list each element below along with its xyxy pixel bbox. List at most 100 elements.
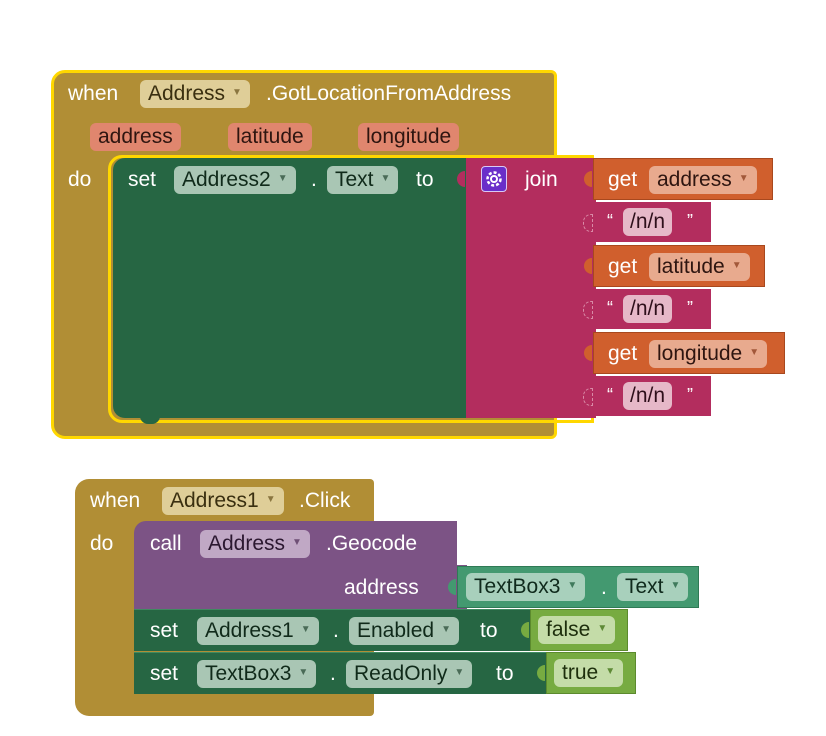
chevron-down-icon: ▼ xyxy=(567,580,578,592)
logic-connector xyxy=(537,665,545,681)
call-method-name: .Geocode xyxy=(326,532,418,555)
get-connector xyxy=(584,258,592,274)
getter-connector xyxy=(448,579,456,595)
true-value: true xyxy=(562,661,599,684)
param-latitude[interactable]: latitude xyxy=(228,123,312,151)
set1-label: set xyxy=(128,168,157,191)
param-longitude[interactable]: longitude xyxy=(358,123,460,151)
get-var-dropdown[interactable]: latitude▼ xyxy=(649,253,750,281)
set1-component-name: Address2 xyxy=(182,168,271,191)
set3-to-label: to xyxy=(496,662,514,685)
true-block[interactable]: true ▼ xyxy=(537,652,636,694)
get-label: get xyxy=(608,168,638,191)
event1-component-dropdown[interactable]: Address ▼ xyxy=(140,80,250,108)
set2-property-dropdown[interactable]: Enabled ▼ xyxy=(349,617,459,645)
getter-component-name: TextBox3 xyxy=(474,575,561,598)
text-block[interactable]: “ /n/n ” xyxy=(583,376,711,416)
get-label: get xyxy=(608,342,638,365)
chevron-down-icon: ▼ xyxy=(232,87,242,99)
call-geocode-block[interactable]: call Address ▼ .Geocode address xyxy=(134,521,457,609)
get-address-block[interactable]: get address ▼ xyxy=(584,158,773,200)
false-value: false xyxy=(546,618,591,641)
logic-connector xyxy=(521,622,529,638)
chevron-down-icon: ▼ xyxy=(277,173,288,185)
set2-property-name: Enabled xyxy=(357,619,435,642)
text-value[interactable]: /n/n xyxy=(623,382,673,410)
event2-component-name: Address1 xyxy=(170,489,259,512)
set1-next-tab xyxy=(140,416,160,424)
chevron-down-icon: ▼ xyxy=(380,173,391,185)
set3-component-name: TextBox3 xyxy=(205,662,292,685)
true-dropdown[interactable]: true ▼ xyxy=(554,659,624,687)
get-latitude-block[interactable]: get latitude▼ xyxy=(584,245,765,287)
false-dropdown[interactable]: false ▼ xyxy=(538,616,616,644)
set3-label: set xyxy=(150,662,179,685)
text-connector xyxy=(583,301,593,319)
quote-open: “ xyxy=(607,385,613,405)
gear-icon[interactable] xyxy=(481,166,507,192)
set1-dot: . xyxy=(311,168,317,191)
set-textbox3-readonly-block[interactable]: set TextBox3▼ . ReadOnly▼ to xyxy=(134,652,548,694)
get-var-name: address xyxy=(657,168,732,191)
quote-close: ” xyxy=(687,298,693,318)
textbox3-text-getter[interactable]: TextBox3 ▼ . Text ▼ xyxy=(448,566,699,608)
text-value[interactable]: /n/n xyxy=(623,208,673,236)
call-component-name: Address xyxy=(208,532,286,555)
call-component-dropdown[interactable]: Address ▼ xyxy=(200,530,310,558)
get-longitude-block[interactable]: get longitude ▼ xyxy=(584,332,785,374)
chevron-down-icon: ▼ xyxy=(605,666,616,678)
set2-component-name: Address1 xyxy=(205,619,294,642)
set2-component-dropdown[interactable]: Address1 ▼ xyxy=(197,617,319,645)
join-block[interactable]: join xyxy=(457,158,596,418)
getter-property-dropdown[interactable]: Text ▼ xyxy=(617,573,689,601)
set1-property-name: Text xyxy=(335,168,374,191)
quote-close: ” xyxy=(687,211,693,231)
set1-property-dropdown[interactable]: Text ▼ xyxy=(327,166,399,194)
get-connector xyxy=(584,345,592,361)
chevron-down-icon: ▼ xyxy=(738,173,749,185)
quote-open: “ xyxy=(607,298,613,318)
chevron-down-icon: ▼ xyxy=(265,494,276,506)
set1-component-dropdown[interactable]: Address2 ▼ xyxy=(174,166,296,194)
event2-when-label: when xyxy=(90,489,141,512)
chevron-down-icon: ▼ xyxy=(292,537,302,549)
param-address[interactable]: address xyxy=(90,123,181,151)
chevron-down-icon: ▼ xyxy=(597,623,608,635)
set1-to-label: to xyxy=(416,168,434,191)
set-address1-enabled-block[interactable]: set Address1▼ . Enabled▼ to xyxy=(134,609,532,651)
get-var-dropdown[interactable]: address ▼ xyxy=(649,166,757,194)
join-label: join xyxy=(525,168,558,191)
chevron-down-icon: ▼ xyxy=(441,624,451,636)
text-connector xyxy=(583,388,593,406)
set2-dot: . xyxy=(333,619,339,642)
get-connector xyxy=(584,171,592,187)
event2-component-dropdown[interactable]: Address1 ▼ xyxy=(162,487,284,515)
event2-do-label: do xyxy=(90,532,114,555)
chevron-down-icon: ▼ xyxy=(749,347,760,359)
event1-component-name: Address xyxy=(148,82,226,105)
text-value[interactable]: /n/n xyxy=(623,295,673,323)
get-var-dropdown[interactable]: longitude ▼ xyxy=(649,340,768,368)
text-block[interactable]: “ /n/n ” xyxy=(583,289,711,329)
chevron-down-icon: ▼ xyxy=(300,624,311,636)
set3-component-dropdown[interactable]: TextBox3▼ xyxy=(197,660,317,688)
set3-property-name: ReadOnly xyxy=(354,662,448,685)
event1-when-label: when xyxy=(68,82,119,105)
event1-event-name: .GotLocationFromAddress xyxy=(266,82,512,105)
chevron-down-icon: ▼ xyxy=(670,580,681,592)
call-label: call xyxy=(150,532,182,555)
get-var-name: latitude xyxy=(657,255,725,278)
text-block[interactable]: “ /n/n ” xyxy=(583,202,711,242)
false-block[interactable]: false ▼ xyxy=(521,609,628,651)
text-connector xyxy=(583,214,593,232)
call-arg-label: address xyxy=(344,576,419,599)
getter-dot: . xyxy=(601,576,607,599)
event2-event-name: .Click xyxy=(299,489,351,512)
get-var-name: longitude xyxy=(657,342,743,365)
set3-property-dropdown[interactable]: ReadOnly ▼ xyxy=(346,660,473,688)
chevron-down-icon: ▼ xyxy=(454,667,465,679)
getter-property-name: Text xyxy=(625,575,664,598)
event1-do-label: do xyxy=(68,168,92,191)
getter-component-dropdown[interactable]: TextBox3 ▼ xyxy=(466,573,586,601)
set-address2-text-block[interactable]: set Address2 ▼ . Text ▼ to xyxy=(113,158,469,418)
